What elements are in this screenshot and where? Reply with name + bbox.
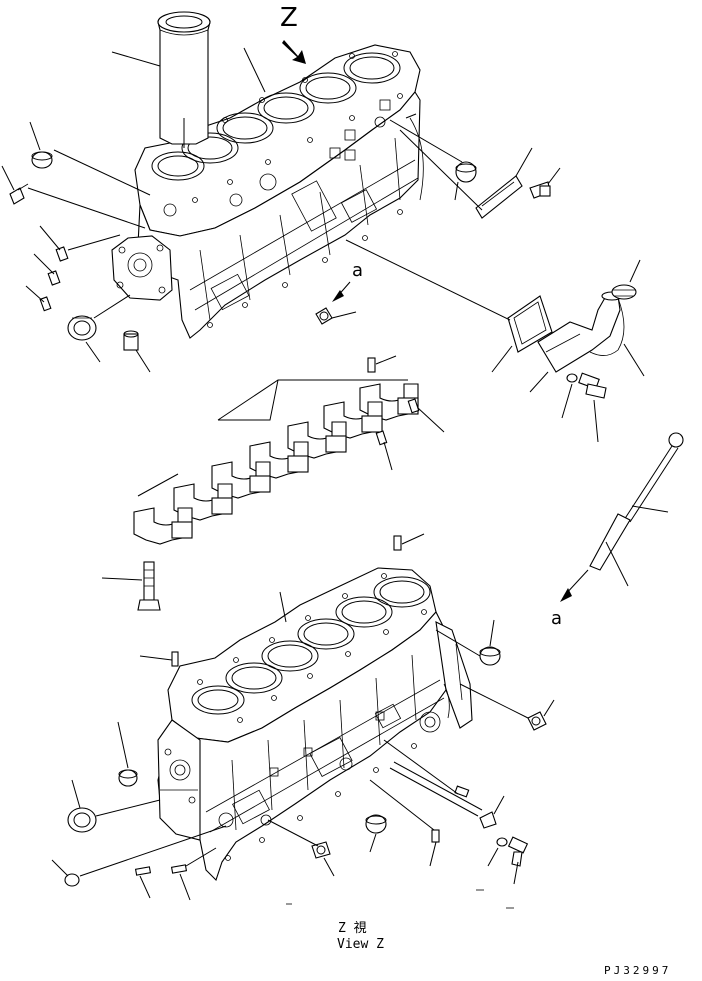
pin-lower-4 <box>454 785 470 798</box>
plug-lower-right-3 <box>479 811 497 829</box>
dowel-pin-2 <box>407 398 420 414</box>
filler-cap <box>611 284 637 300</box>
plug-lower-bottom <box>311 841 331 859</box>
drain-plug-upper <box>315 307 333 325</box>
view-caption-en: View Z <box>337 937 384 952</box>
tube-lower <box>389 761 483 817</box>
washer-elbow <box>566 373 578 383</box>
plug-lower-right-1 <box>479 646 501 666</box>
cylinder-liner <box>157 11 211 145</box>
oil-seal-upper <box>67 315 97 341</box>
bushing-upper <box>123 330 139 351</box>
gasket-elbow <box>507 295 553 353</box>
bolt-elbow <box>578 372 607 399</box>
pin-lower-1 <box>134 866 152 876</box>
plug-lower-left-1 <box>118 769 138 787</box>
plug-upper-left <box>31 151 53 169</box>
plug-lower-center <box>365 814 387 834</box>
pin-lower-3 <box>431 829 440 843</box>
oil-seal-lower <box>67 807 97 833</box>
plug-lower-left-2 <box>64 873 80 887</box>
lower-cylinder-block <box>157 567 473 882</box>
cover-plate-small <box>475 175 523 219</box>
bolt-upper-right <box>529 181 551 199</box>
plug-upper-right <box>455 161 477 183</box>
dipstick <box>589 432 684 571</box>
reference-label-lower: a <box>551 608 562 629</box>
dowel-pin-1 <box>367 357 376 373</box>
view-letter-label: Z <box>280 3 298 33</box>
view-caption-jp: Z 視 <box>338 921 367 936</box>
pin-left-1 <box>55 246 69 262</box>
dowel-pin-lower-1 <box>393 535 402 551</box>
bearing-cap-7 <box>133 507 193 545</box>
drawing-number: PJ32997 <box>604 964 671 977</box>
main-bearing-caps <box>133 379 419 545</box>
bolt-lower-right <box>507 836 529 867</box>
washer-lower <box>496 837 508 847</box>
reference-label-upper: a <box>352 260 363 281</box>
dowel-pin-3 <box>375 430 388 446</box>
pin-left-2 <box>47 270 61 286</box>
bolt-small-left <box>9 183 29 205</box>
view-arrow-icon <box>282 40 306 64</box>
dowel-pin-lower-2 <box>171 651 179 667</box>
pin-left-3 <box>39 296 52 312</box>
upper-cylinder-block <box>111 44 421 339</box>
cap-bolt <box>137 561 161 611</box>
plug-lower-right-2 <box>527 711 547 731</box>
pin-lower-2 <box>170 864 188 874</box>
